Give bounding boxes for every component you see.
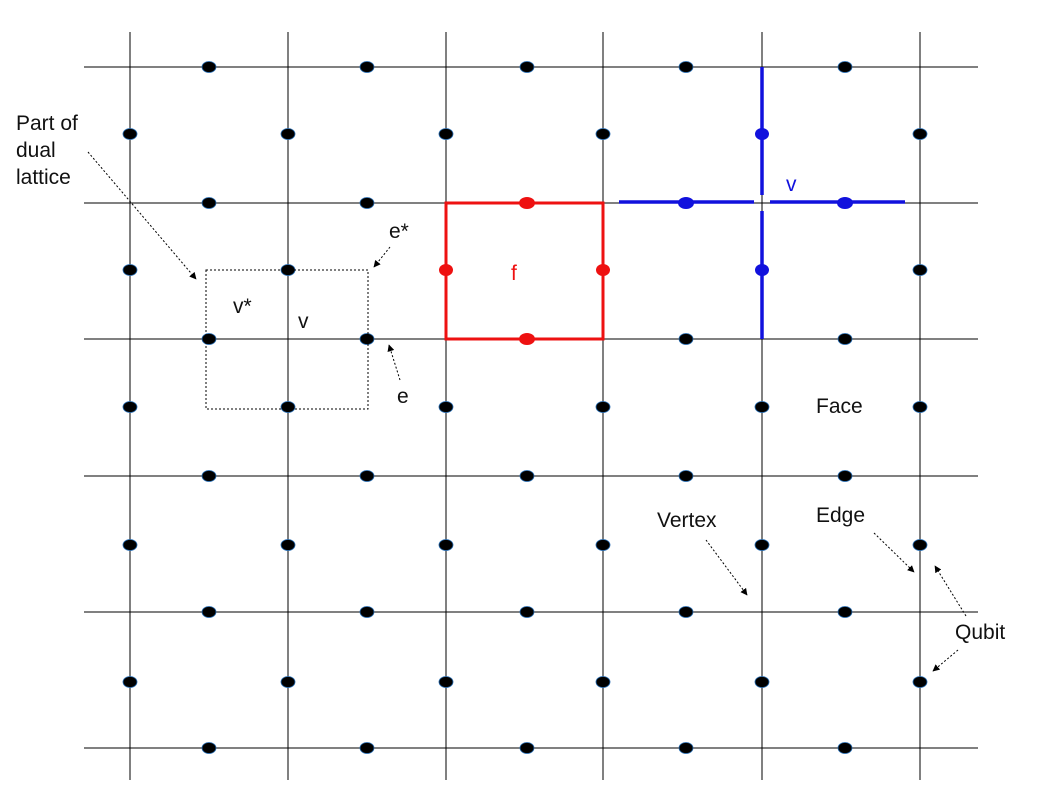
f-label: f xyxy=(511,262,517,285)
qubit-dot xyxy=(678,742,694,754)
dual-lattice-square xyxy=(205,269,369,410)
qubit-dot xyxy=(595,539,611,551)
qubit-dot xyxy=(912,676,928,688)
qubit-dot xyxy=(122,401,138,413)
vertex-operator xyxy=(619,67,905,339)
qubit-dot xyxy=(122,128,138,140)
qubit-dot xyxy=(122,676,138,688)
star-qubit-top xyxy=(755,128,769,140)
qubit-dot xyxy=(438,401,454,413)
qubit-dot xyxy=(837,742,853,754)
qubit-dot xyxy=(359,470,375,482)
qubit-dot xyxy=(519,61,535,73)
dual-lattice-label-line3: lattice xyxy=(16,166,71,189)
labels: Part of dual lattice e* v* v e f v Face … xyxy=(16,112,1005,644)
qubit-dot xyxy=(438,676,454,688)
qubit-dot xyxy=(280,676,296,688)
qubit-dot xyxy=(438,128,454,140)
dual-lattice-arrow xyxy=(87,151,197,280)
annotation-arrows xyxy=(87,151,967,672)
qubit-dot xyxy=(595,128,611,140)
qubit-dot xyxy=(519,742,535,754)
qubit-dots xyxy=(122,61,928,754)
qubit-dot xyxy=(359,61,375,73)
star-qubit-left xyxy=(678,197,694,209)
qubit-dot xyxy=(678,470,694,482)
e-label: e xyxy=(397,385,409,408)
qubit-dot xyxy=(280,539,296,551)
qubit-dot xyxy=(754,676,770,688)
qubit-dot xyxy=(438,539,454,551)
qubit-label: Qubit xyxy=(955,621,1005,644)
qubit-dot xyxy=(359,333,375,345)
e-star-label: e* xyxy=(389,220,409,243)
qubit-dot xyxy=(595,401,611,413)
qubit-dot xyxy=(519,470,535,482)
face-qubit-right xyxy=(596,264,610,276)
qubit-dot xyxy=(519,606,535,618)
qubit-dot xyxy=(678,61,694,73)
qubit-dot xyxy=(201,606,217,618)
v-star-label: v* xyxy=(233,295,252,318)
dual-lattice-label-line2: dual xyxy=(16,139,56,162)
qubit-dot xyxy=(678,606,694,618)
qubit-dot xyxy=(201,333,217,345)
qubit-dot xyxy=(359,742,375,754)
qubit-arrow-lower xyxy=(932,649,959,672)
face-qubit-top xyxy=(519,197,535,209)
qubit-dot xyxy=(595,676,611,688)
face-operator xyxy=(439,197,610,345)
face-label: Face xyxy=(816,395,863,418)
e-star-arrow xyxy=(373,246,391,268)
qubit-dot xyxy=(912,264,928,276)
qubit-dot xyxy=(754,401,770,413)
vertex-arrow xyxy=(705,539,748,596)
qubit-dot xyxy=(280,401,296,413)
qubit-dot xyxy=(837,606,853,618)
qubit-dot xyxy=(201,470,217,482)
qubit-dot xyxy=(912,401,928,413)
qubit-dot xyxy=(201,61,217,73)
qubit-dot xyxy=(122,264,138,276)
qubit-arrow-upper xyxy=(934,565,967,617)
qubit-dot xyxy=(201,197,217,209)
qubit-dot xyxy=(359,606,375,618)
v-blue-label: v xyxy=(786,173,797,196)
vertex-label: Vertex xyxy=(657,509,717,532)
qubit-dot xyxy=(837,470,853,482)
qubit-dot xyxy=(122,539,138,551)
v-dual-label: v xyxy=(298,310,309,333)
qubit-dot xyxy=(837,333,853,345)
qubit-dot xyxy=(678,333,694,345)
edge-label: Edge xyxy=(816,504,865,527)
star-qubit-right xyxy=(837,197,853,209)
qubit-dot xyxy=(912,128,928,140)
face-qubit-left xyxy=(439,264,453,276)
qubit-dot xyxy=(912,539,928,551)
qubit-dot xyxy=(201,742,217,754)
dual-lattice-label-line1: Part of xyxy=(16,112,78,135)
qubit-dot xyxy=(280,128,296,140)
qubit-dot xyxy=(359,197,375,209)
star-qubit-bottom xyxy=(755,264,769,276)
face-operator-square xyxy=(444,201,605,341)
face-qubit-bottom xyxy=(519,333,535,345)
qubit-dot xyxy=(837,61,853,73)
edge-arrow xyxy=(873,532,915,573)
e-arrow xyxy=(387,344,401,381)
qubit-dot xyxy=(754,539,770,551)
